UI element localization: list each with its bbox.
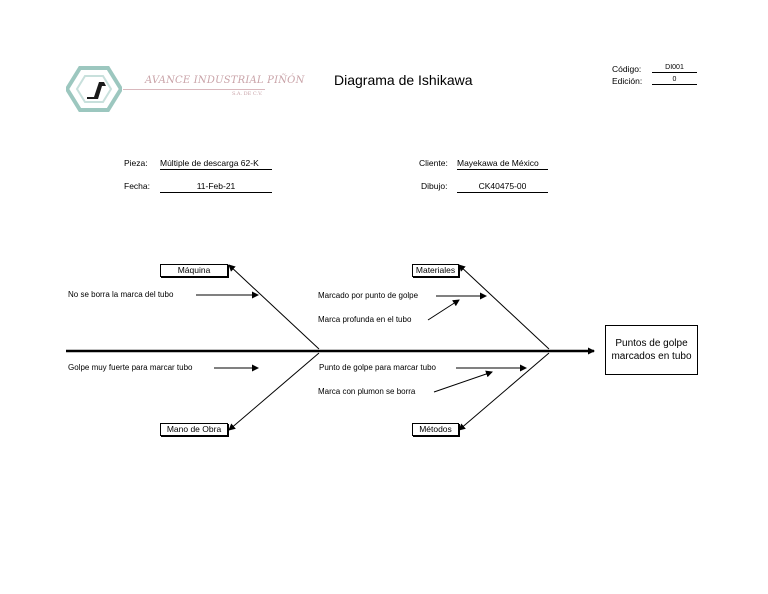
cause-metodos-2: Marca con plumon se borra xyxy=(318,387,416,396)
bone-mano-de-obra xyxy=(228,352,320,431)
effect-text: Puntos de golpe marcados en tubo xyxy=(611,338,692,362)
cliente-label: Cliente: xyxy=(419,158,448,168)
cause-metodos-1: Punto de golpe para marcar tubo xyxy=(319,363,436,372)
pieza-label: Pieza: xyxy=(124,158,148,168)
cause-maquina-1: No se borra la marca del tubo xyxy=(68,290,174,299)
fecha-label: Fecha: xyxy=(124,181,150,191)
category-maquina: Máquina xyxy=(160,264,228,277)
cause-mano-de-obra-1: Golpe muy fuerte para marcar tubo xyxy=(68,363,193,372)
bone-metodos xyxy=(458,352,550,431)
dibujo-value: CK40475-00 xyxy=(457,181,548,193)
cause-materiales-2: Marca profunda en el tubo xyxy=(318,315,412,324)
cause-materiales-1: Marcado por punto de golpe xyxy=(318,291,419,300)
category-metodos: Métodos xyxy=(412,423,459,436)
category-materiales: Materiales xyxy=(412,264,459,277)
fecha-value: 11-Feb-21 xyxy=(160,181,272,193)
company-name: AVANCE INDUSTRIAL PIÑÓN xyxy=(145,75,305,86)
page-title: Diagrama de Ishikawa xyxy=(334,72,473,88)
pieza-value: Múltiple de descarga 62-K xyxy=(160,158,272,170)
bone-maquina xyxy=(228,264,320,350)
logo-underline xyxy=(123,89,265,90)
company-suffix: S.A. DE C.V. xyxy=(232,91,263,97)
bone-materiales xyxy=(458,264,550,350)
codigo-label: Código: xyxy=(612,64,642,74)
cause-arrow-materiales-2 xyxy=(427,299,460,321)
edicion-value: 0 xyxy=(652,76,697,85)
effect-box: Puntos de golpe marcados en tubo xyxy=(605,325,698,375)
codigo-value: DI001 xyxy=(652,64,697,73)
cause-arrow-metodos-2 xyxy=(433,370,493,393)
edicion-label: Edición: xyxy=(612,76,643,86)
cliente-value: Mayekawa de México xyxy=(457,158,548,170)
dibujo-label: Dibujo: xyxy=(421,181,448,191)
company-logo xyxy=(64,66,124,112)
logo-emblem-icon xyxy=(64,66,124,112)
category-mano-de-obra: Mano de Obra xyxy=(160,423,228,436)
